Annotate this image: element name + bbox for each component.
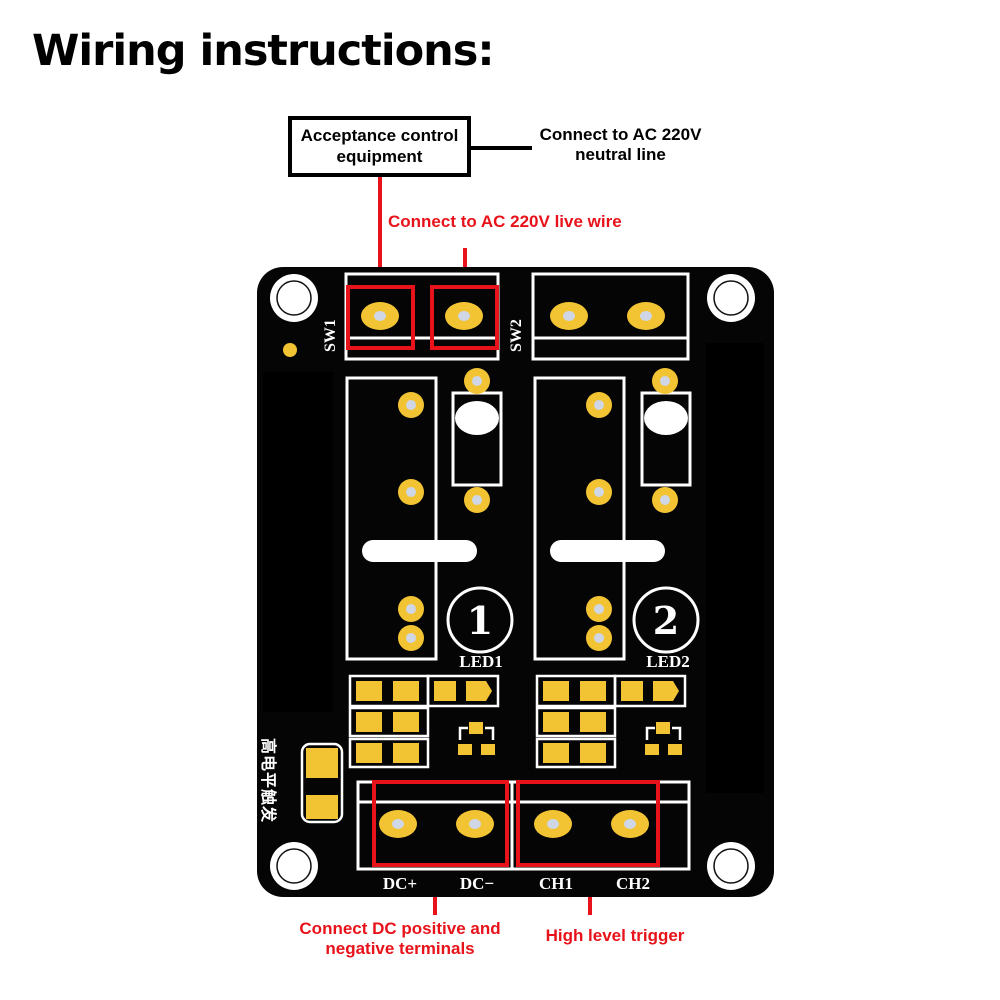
dc-terminals-highlight [372,780,509,867]
terminal-pad [445,302,483,330]
terminal-pad [361,302,399,330]
equipment-label: Acceptance control equipment [300,126,459,166]
mounting-hole [270,842,318,890]
terminal-pad [611,810,649,838]
channel1-badge [446,586,514,654]
led2-label: LED2 [646,652,689,671]
smd-pads-2 [535,674,687,769]
live-wire-highlight-1 [346,285,415,350]
smd-pads-1 [348,674,500,769]
channel2-badge [632,586,700,654]
sw2-terminal-outline [531,272,690,361]
neutral-line-label: Connect to AC 220V neutral line [539,125,702,165]
dc-terminals-label: Connect DC positive and negative termina… [299,919,501,959]
relay2-outline [533,376,626,661]
relay1-slot [362,540,477,562]
pcb-shadow-left [263,372,333,712]
chinese-trigger-label: 高电平触发 [259,738,278,823]
terminal-pad [550,302,588,330]
mounting-hole [707,842,755,890]
mounting-hole [707,274,755,322]
live-wire-label: Connect to AC 220V live wire [388,212,622,231]
mounting-hole [270,274,318,322]
relay2-slot [550,540,665,562]
channel1-number: 1 [467,598,493,643]
ch2-label: CH2 [616,874,650,893]
live-wire-highlight-2 [430,285,499,350]
trigger-terminals-highlight [516,780,660,867]
terminal-pad [456,810,494,838]
sw1-label: SW1 [322,319,339,352]
dc-minus-label: DC− [460,874,494,893]
fiducial-pad [283,343,297,357]
ch1-label: CH1 [539,874,573,893]
equipment-box: Acceptance control equipment [288,116,471,177]
led1-label: LED1 [459,652,502,671]
channel2-number: 2 [653,598,679,643]
terminal-pad [379,810,417,838]
relay1-outline [345,376,438,661]
pcb-shadow-right [706,343,764,793]
trigger-label: High level trigger [545,926,685,945]
left-smd-pads [300,742,344,824]
terminal-pad [534,810,572,838]
sw2-label: SW2 [508,319,525,352]
terminal-pad [627,302,665,330]
dc-plus-label: DC+ [383,874,417,893]
page-title: Wiring instructions: [32,26,495,76]
